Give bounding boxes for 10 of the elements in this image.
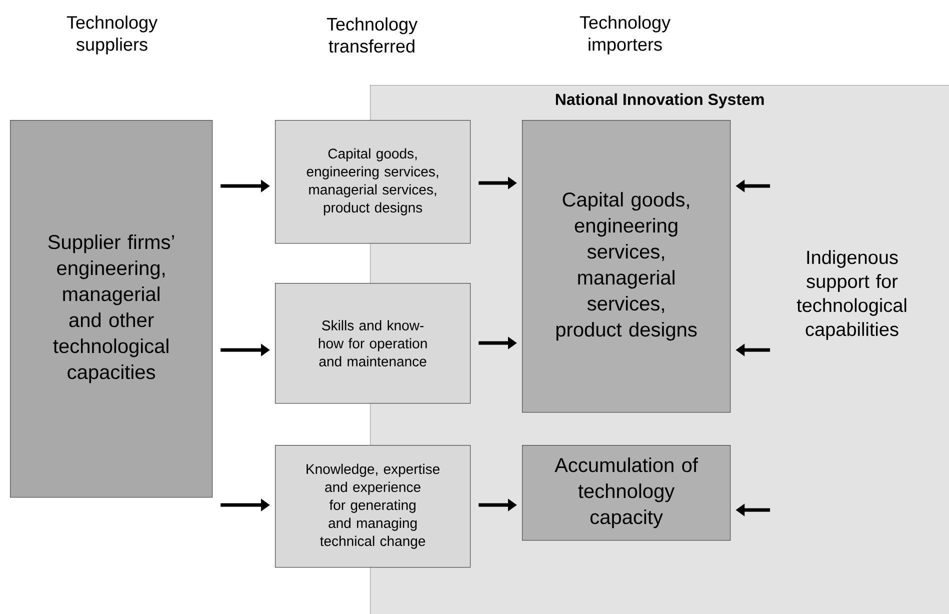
side-text: Indigenous support for technological capabilities <box>796 250 906 340</box>
column-heading: Technology importers <box>580 16 670 54</box>
process-box: Skills and know-how for operation and maintenance <box>275 283 471 404</box>
process-box: Accumulation of technology capacity <box>522 445 731 541</box>
column-heading: Technology suppliers <box>66 16 158 54</box>
process-box: Capital goods, engineering services, managerial services, product designs <box>522 120 731 413</box>
process-box: Supplier firms’ engineering, managerial and other technological capacities <box>10 120 213 498</box>
process-box: Knowledge, expertise and experience for generating and managing technical change <box>275 445 471 568</box>
process-box: Capital goods, engineering services, managerial services, product designs <box>275 120 471 244</box>
column-heading: Technology transferred <box>326 17 418 53</box>
